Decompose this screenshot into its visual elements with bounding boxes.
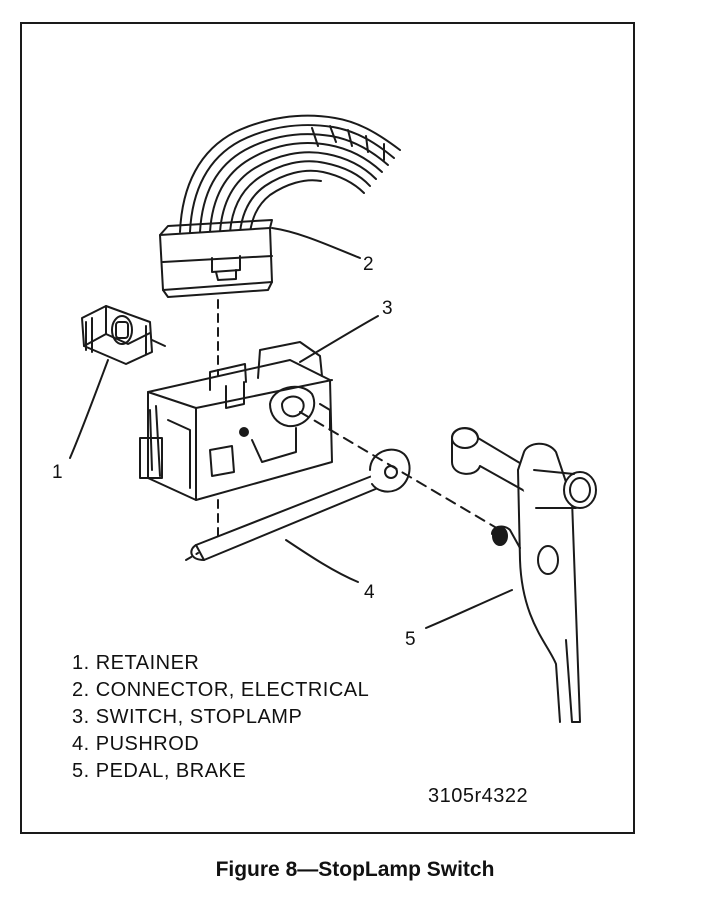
- retainer-drawing: [81, 305, 166, 365]
- callout-3: 3: [382, 298, 393, 319]
- figure-caption: Figure 8—StopLamp Switch: [215, 858, 495, 881]
- callout-5: 5: [405, 629, 416, 650]
- legend-item-pushrod: 4. PUSHROD: [72, 733, 200, 755]
- brake-pedal-drawing: [451, 427, 597, 723]
- legend-item-pedal: 5. PEDAL, BRAKE: [72, 760, 247, 782]
- figure-code: 3105r4322: [428, 785, 529, 807]
- legend-item-connector: 2. CONNECTOR, ELECTRICAL: [72, 679, 370, 701]
- callout-2: 2: [363, 254, 374, 275]
- leader-line-1: [69, 359, 109, 459]
- legend-item-switch: 3. SWITCH, STOPLAMP: [72, 706, 303, 728]
- legend-item-retainer: 1. RETAINER: [72, 652, 200, 674]
- alignment-line-pushrod: [299, 411, 501, 531]
- electrical-connector-drawing: [159, 114, 401, 298]
- leader-line-3: [299, 315, 379, 363]
- leader-line-2: [271, 227, 361, 259]
- leader-line-4: [285, 539, 359, 583]
- callout-4: 4: [364, 582, 375, 603]
- leader-line-5: [425, 589, 513, 629]
- parts-legend: 1. RETAINER 2. CONNECTOR, ELECTRICAL 3. …: [72, 650, 369, 785]
- stoplamp-switch-drawing: [139, 341, 333, 501]
- callout-1: 1: [52, 462, 63, 483]
